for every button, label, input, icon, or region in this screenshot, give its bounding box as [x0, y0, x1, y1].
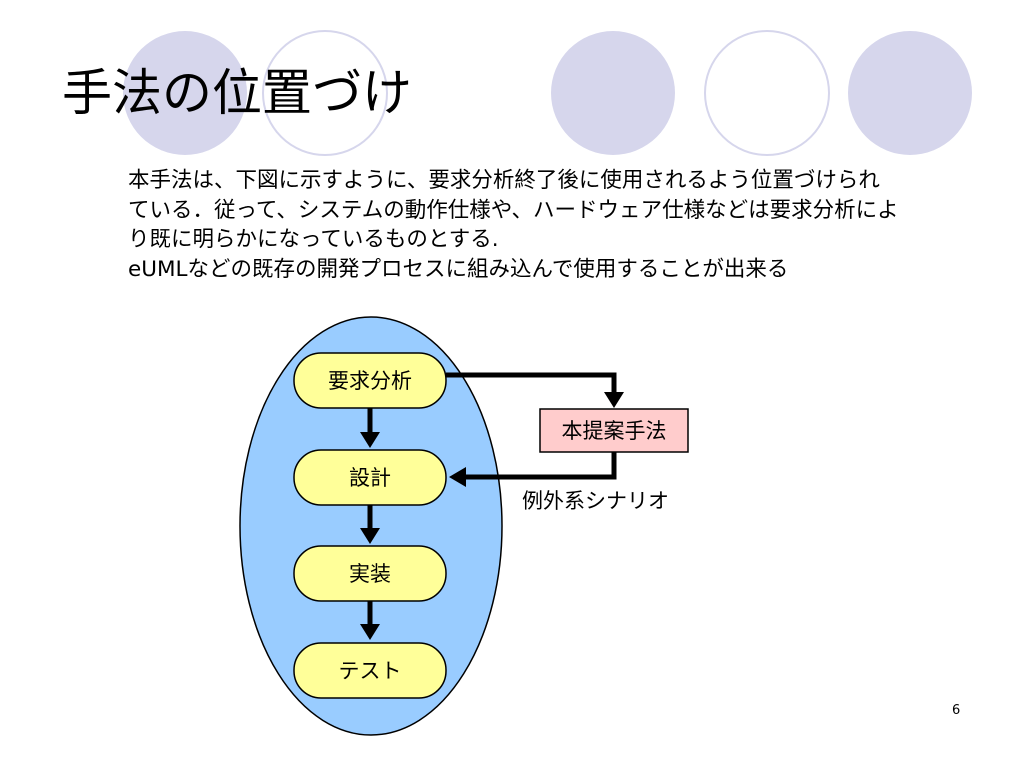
- page-number: 6: [952, 703, 961, 718]
- arrow-design-to-implementation: [360, 505, 380, 544]
- step-box-test: [293, 642, 447, 699]
- body-line-4: eUMLなどの既存の開発プロセスに組み込んで使用することが出来る: [128, 256, 789, 282]
- body-text: 本手法は、下図に示すように、要求分析終了後に使用されるよう位置づけられ ている．…: [128, 166, 899, 284]
- arrow-implementation-to-test: [360, 601, 380, 640]
- decorative-circles: [123, 30, 972, 156]
- step-label-test: テスト: [339, 659, 402, 683]
- step-label-implementation: 実装: [349, 562, 391, 586]
- deco-circle-filled: [848, 31, 972, 155]
- arrow-requirements-to-design: [360, 408, 380, 448]
- proposed-method-label: 本提案手法: [562, 419, 667, 443]
- process-diagram: 要求分析 設計 実装 テスト 本提案手法 例外系シナリオ: [239, 316, 689, 736]
- deco-circle-outline: [704, 30, 830, 156]
- body-line-2: ている．従って、システムの動作仕様や、ハードウェア仕様などは要求分析によ: [128, 197, 899, 223]
- arrow-requirements-to-method: [446, 372, 624, 408]
- step-label-design: 設計: [349, 466, 391, 490]
- deco-circle-filled: [551, 31, 675, 155]
- proposed-method-box: [539, 408, 689, 453]
- step-label-requirements: 要求分析: [328, 369, 412, 393]
- body-line-3: り既に明らかになっているものとする.: [128, 227, 499, 252]
- body-line-1: 本手法は、下図に示すように、要求分析終了後に使用されるよう位置づけられ: [128, 168, 880, 193]
- slide-title: 手法の位置づけ: [62, 64, 412, 122]
- feedback-label: 例外系シナリオ: [522, 489, 669, 513]
- deco-circle-outline: [262, 30, 388, 156]
- arrow-method-to-design: [449, 452, 617, 487]
- deco-circle-filled: [123, 31, 247, 155]
